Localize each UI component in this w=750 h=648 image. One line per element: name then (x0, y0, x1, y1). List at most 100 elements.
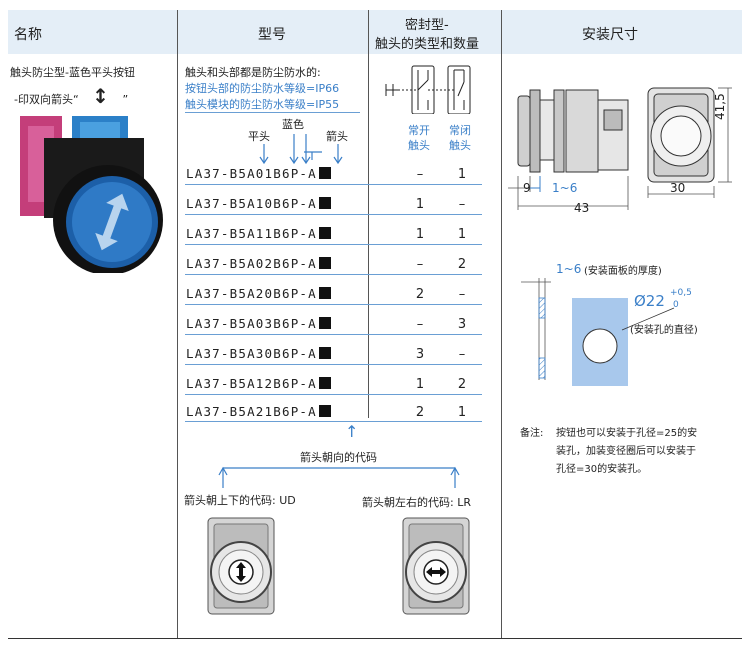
no-count: 2 (415, 287, 425, 302)
no-count: 3 (415, 347, 425, 362)
no-count: 1 (415, 197, 425, 212)
square-marker-icon (318, 197, 331, 209)
square-marker-icon (318, 257, 331, 269)
arrow-code-lr: 箭头朝左右的代码: LR (362, 496, 471, 509)
nc-count: 1 (457, 167, 467, 182)
button-photo (20, 116, 163, 273)
note-label: 备注: (520, 428, 544, 439)
dim-9: 9 (523, 181, 531, 195)
header-name: 名称 (14, 27, 42, 43)
hole-tol-zero: 0 (673, 300, 679, 310)
model-code: LA37-B5A12B6P-A (186, 376, 317, 391)
row-line (185, 214, 482, 215)
panel-note: (安装面板的厚度) (584, 266, 662, 277)
mounting-hole-drawing (572, 298, 628, 386)
no-count: – (416, 257, 424, 272)
header-dims: 安装尺寸 (582, 27, 638, 43)
row-line (185, 184, 482, 185)
no-count: – (416, 167, 424, 182)
model-code: LA37-B5A20B6P-A (186, 286, 317, 301)
square-marker-icon (318, 287, 331, 299)
row-line (185, 304, 482, 305)
dim-43: 43 (574, 201, 590, 215)
model-info-1: 触头和头部都是防尘防水的: (185, 66, 321, 79)
nc-count: 1 (457, 227, 467, 242)
col-divider-1 (177, 10, 178, 638)
square-marker-icon (318, 347, 331, 359)
nc-count: 2 (457, 257, 467, 272)
note-line-1: 按钮也可以安装于孔径=25的安 (556, 428, 698, 439)
arrow-code-title: 箭头朝向的代码 (300, 451, 377, 464)
model-code: LA37-B5A30B6P-A (186, 346, 317, 361)
product-name-2: -印双向箭头“ ↕ ” (14, 84, 128, 108)
model-info-3: 触头模块的防尘防水等级=IP55 (185, 98, 340, 111)
product-name-2-end: ” (122, 93, 129, 106)
nc-count: 3 (457, 317, 467, 332)
row-line (185, 421, 482, 422)
square-marker-icon (318, 405, 331, 417)
dim-41-5: 41,5 (713, 93, 727, 120)
header-bar (8, 10, 742, 54)
no-count: – (416, 317, 424, 332)
nc-count: 1 (457, 405, 467, 420)
row-line (185, 274, 482, 275)
header-seal-1: 密封型- (405, 18, 449, 33)
arrow-up-icon: ↑ (345, 422, 359, 441)
row-line (185, 334, 482, 335)
arrow-code-bracket (218, 466, 460, 488)
nc-count: – (458, 197, 466, 212)
header-seal-2: 触头的类型和数量 (375, 37, 480, 52)
model-code: LA37-B5A02B6P-A (186, 256, 317, 271)
note-line-2: 装孔，加装变径圈后可以安装于 (556, 446, 696, 457)
contact-no-label-2: 触头 (408, 139, 430, 152)
panel-section-drawing (521, 278, 551, 380)
label-flat: 平头 (248, 130, 270, 143)
header-model: 型号 (258, 27, 286, 43)
panel-range: 1~6 (556, 262, 582, 276)
model-code: LA37-B5A11B6P-A (186, 226, 317, 241)
no-count: 1 (415, 377, 425, 392)
bottom-line (8, 638, 742, 639)
nc-count: 2 (457, 377, 467, 392)
square-marker-icon (318, 167, 331, 179)
square-marker-icon (318, 377, 331, 389)
product-name-2-text: -印双向箭头“ (14, 93, 79, 106)
arrow-code-ud: 箭头朝上下的代码: UD (184, 494, 296, 507)
model-code: LA37-B5A01B6P-A (186, 166, 317, 181)
button-lr-image (402, 517, 470, 615)
no-count: 1 (415, 227, 425, 242)
dim-30: 30 (670, 181, 686, 195)
label-pointers (259, 134, 343, 165)
hole-leader-line (621, 307, 675, 331)
nc-count: – (458, 287, 466, 302)
model-code: LA37-B5A03B6P-A (186, 316, 317, 331)
label-blue: 蓝色 (282, 118, 304, 131)
model-info-2: 按钮头部的防尘防水等级=IP66 (185, 82, 340, 95)
double-arrow-icon: ↕ (92, 84, 109, 108)
square-marker-icon (318, 227, 331, 239)
col-divider-3 (501, 10, 502, 638)
side-view-drawing (508, 89, 629, 210)
row-line (185, 364, 482, 365)
square-marker-icon (318, 317, 331, 329)
hole-tol-plus: +0,5 (670, 288, 692, 298)
label-arrow: 箭头 (326, 130, 348, 143)
row-line (185, 394, 482, 395)
hole-diameter: Ø22 (634, 292, 665, 310)
contact-nc-label-1: 常闭 (449, 124, 471, 137)
no-count: 2 (415, 405, 425, 420)
nc-count: – (458, 347, 466, 362)
front-view-drawing (647, 87, 732, 198)
product-name-1: 触头防尘型-蓝色平头按钮 (10, 66, 135, 79)
contact-symbol-icon (385, 65, 471, 114)
contact-nc-label-2: 触头 (449, 139, 471, 152)
dim-1-6: 1~6 (552, 181, 578, 195)
hole-note: (安装孔的直径) (630, 325, 698, 336)
model-code: LA37-B5A10B6P-A (186, 196, 317, 211)
model-code: LA37-B5A21B6P-A (186, 404, 317, 419)
note-line-3: 孔径=30的安装孔。 (556, 464, 648, 475)
model-info-underline (185, 112, 360, 113)
row-line (185, 244, 482, 245)
contact-no-label-1: 常开 (408, 124, 430, 137)
button-ud-image (207, 517, 275, 615)
